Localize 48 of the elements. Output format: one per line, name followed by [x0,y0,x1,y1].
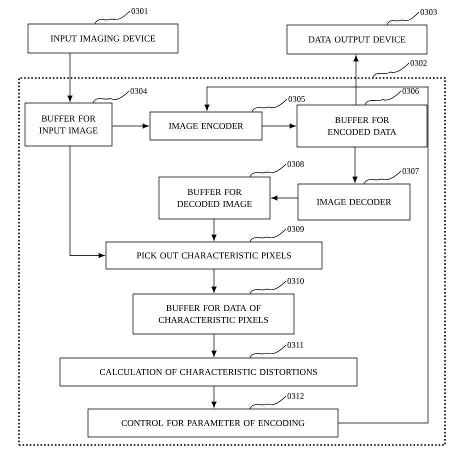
arrow [262,124,296,128]
reference-number: 0308 [288,161,304,167]
leader-line [250,344,286,358]
leader-line [94,10,130,24]
arrow [204,86,428,424]
reference-number: 0310 [288,278,304,284]
arrow [212,219,216,241]
process-box: DATA OUTPUT DEVICE [286,24,428,54]
reference-number: 0304 [130,88,147,94]
process-box: BUFFER FOR DECODED IMAGE [158,176,270,220]
leader-line [250,164,286,177]
reference-number: 0303 [420,9,437,15]
arrow [112,124,149,128]
arrow [70,146,105,258]
process-box: IMAGE ENCODER [150,112,262,140]
arrow [354,55,358,105]
leader-line [364,170,402,184]
arrow [352,147,358,183]
leader-line [250,280,286,294]
dotted-boundary-box [18,77,446,446]
leader-line [252,98,288,112]
process-box: BUFFER FOR DATA OF CHARACTERISTIC PIXELS [132,294,294,334]
reference-number: 0307 [402,168,419,174]
reference-number: 0309 [288,226,304,232]
process-box: CALCULATION OF CHARACTERISTIC DISTORTIONS [60,358,358,386]
leader-line [250,228,286,242]
process-box: BUFFER FOR INPUT IMAGE [24,102,112,146]
reference-number: 0306 [402,88,419,94]
reference-number: 0301 [132,8,148,14]
process-box: BUFFER FOR ENCODED DATA [296,104,428,148]
leader-line [92,90,130,103]
process-box: IMAGE DECODER [298,184,410,220]
leader-line [386,12,420,25]
arrow [271,196,298,200]
arrow [212,334,216,357]
reference-number: 0302 [410,60,427,66]
process-box: CONTROL FOR PARAMETER OF ENCODING [88,408,338,438]
arrow [212,386,216,408]
leader-line [364,90,402,105]
reference-number: 0311 [288,342,304,348]
reference-number: 0305 [288,96,305,102]
leader-line [250,396,286,409]
process-box: INPUT IMAGING DEVICE [28,24,178,54]
arrow [68,53,72,102]
leader-line [372,62,410,78]
arrow [212,269,216,293]
process-box: PICK OUT CHARACTERISTIC PIXELS [106,242,322,270]
reference-number: 0312 [288,393,304,399]
